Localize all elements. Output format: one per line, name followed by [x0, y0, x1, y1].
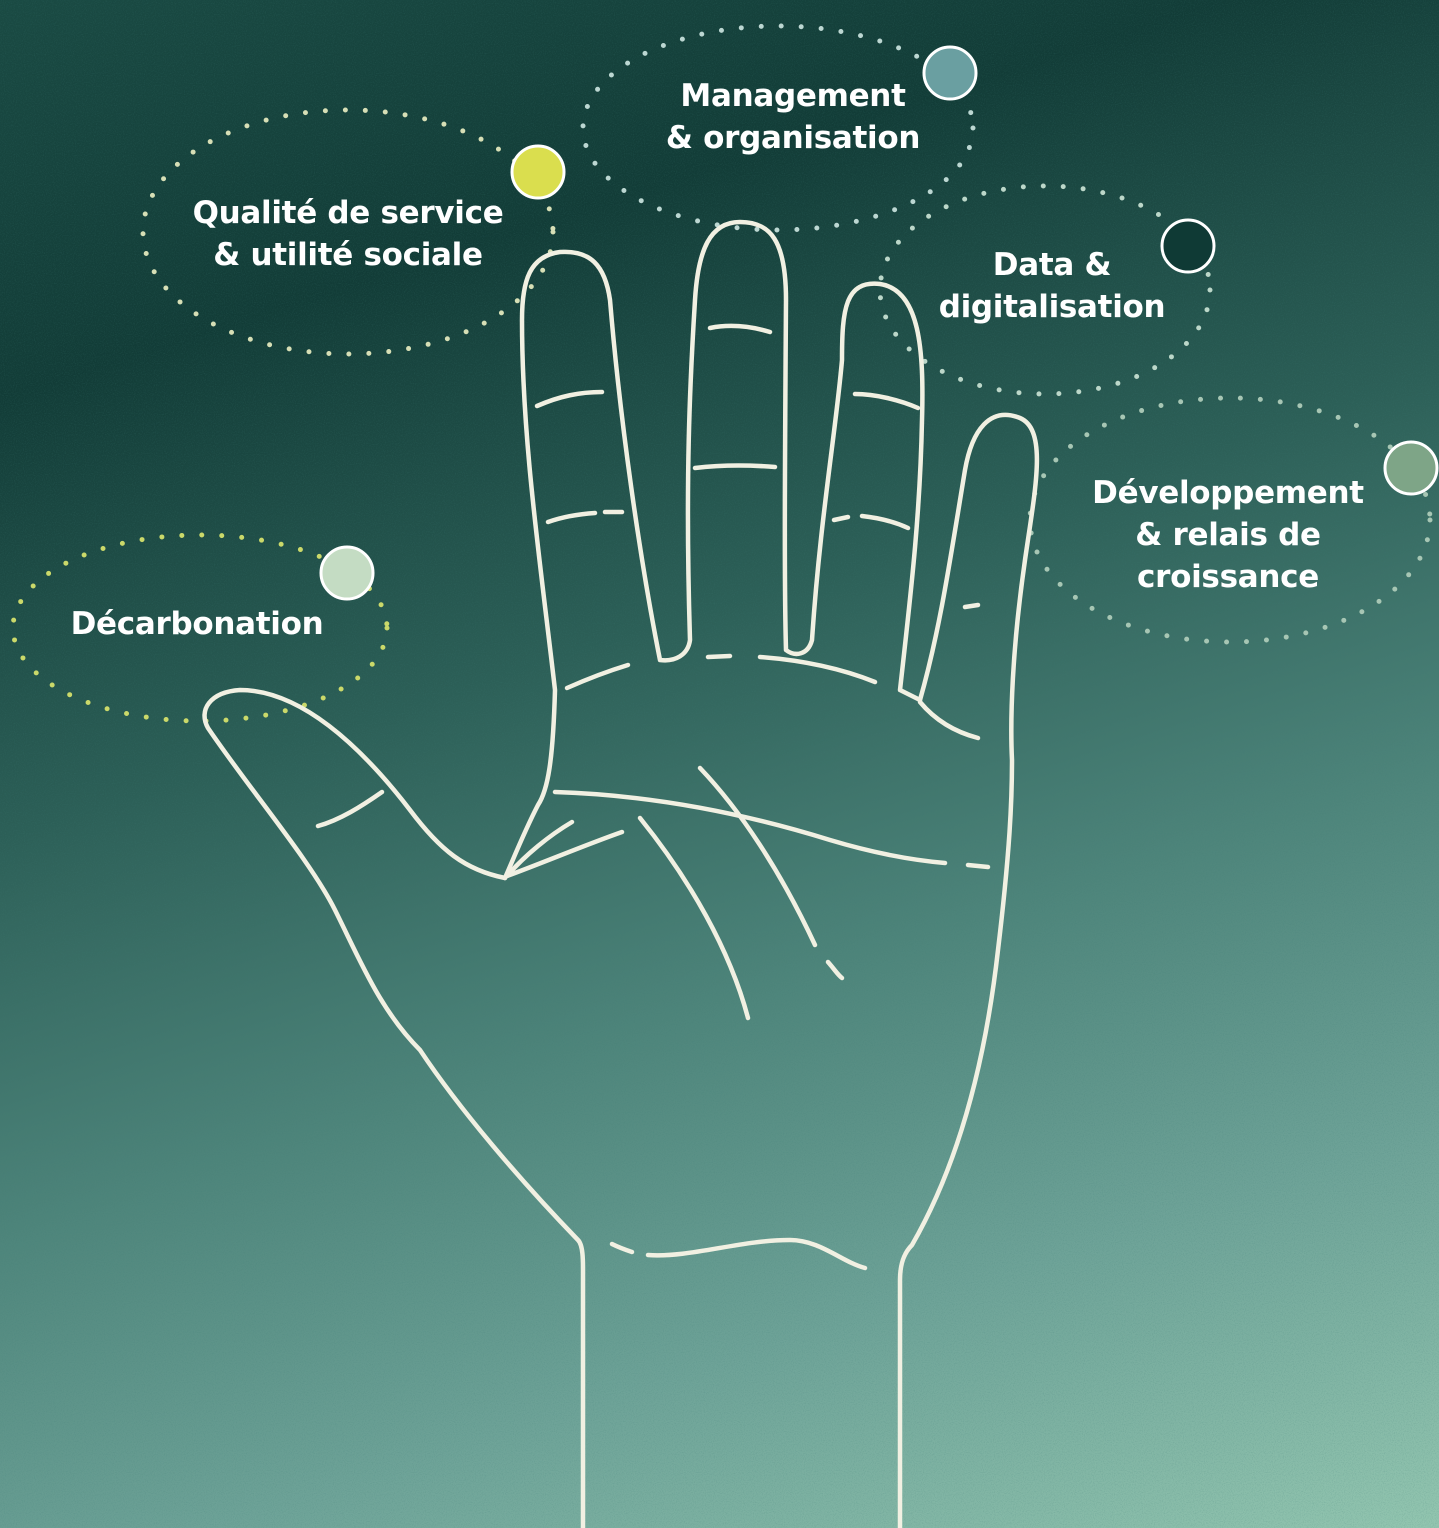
label-data: Data & digitalisation: [892, 244, 1212, 328]
label-developpement: Développement & relais de croissance: [1068, 472, 1388, 598]
dot-decarbonation: [321, 547, 373, 599]
label-qualite: Qualité de service & utilité sociale: [158, 192, 538, 276]
dot-developpement: [1385, 442, 1437, 494]
label-decarbonation: Décarbonation: [22, 603, 372, 645]
label-management: Management & organisation: [598, 75, 988, 159]
dot-qualite: [512, 146, 564, 198]
